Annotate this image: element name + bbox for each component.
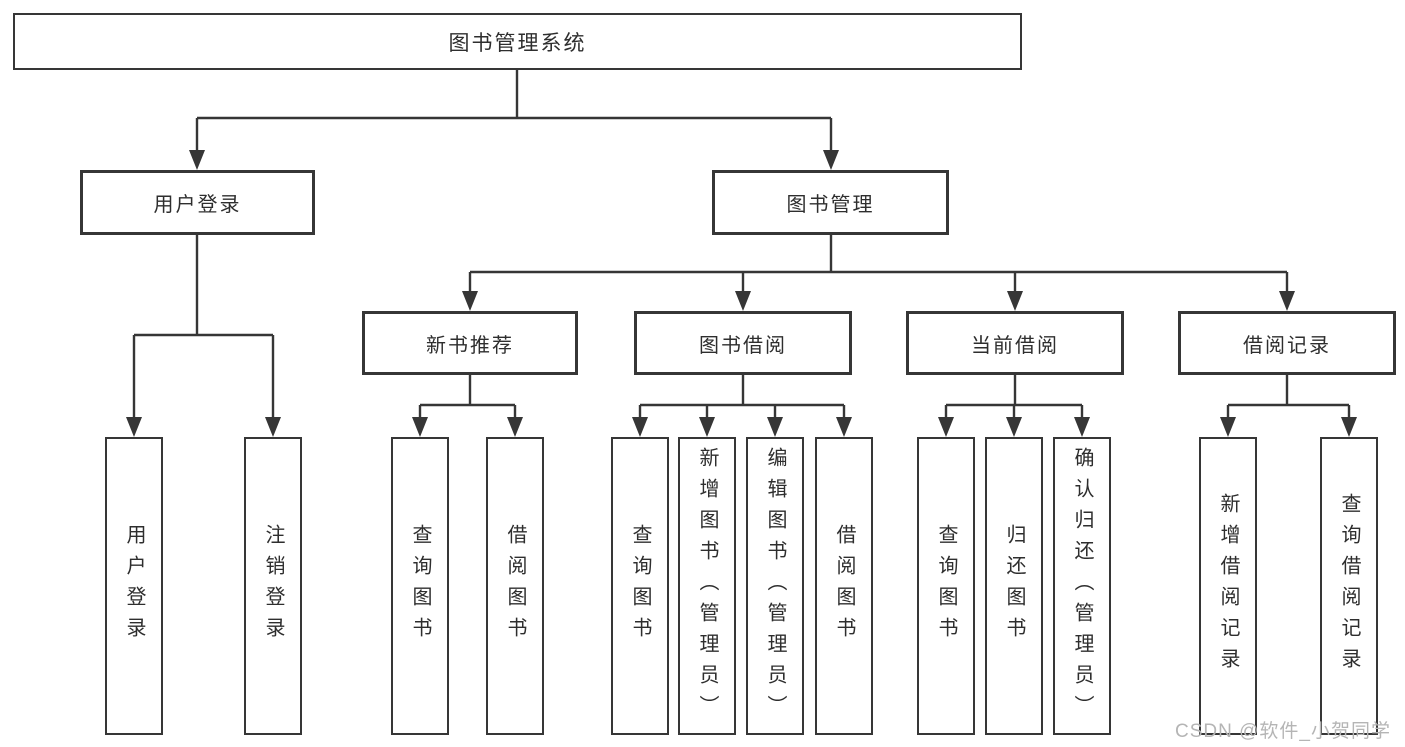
leaf-borrow-query-books-label: 查询图书 [629,524,651,648]
leaf-borrow-books: 借阅图书 [815,437,873,735]
leaf-add-books-admin: 新增图书（管理员） [678,437,736,735]
leaf-user-login-label: 用户登录 [123,524,145,648]
node-new-book-recommend: 新书推荐 [362,311,578,375]
node-book-management: 图书管理 [712,170,949,235]
node-borrow-records: 借阅记录 [1178,311,1396,375]
leaf-user-login: 用户登录 [105,437,163,735]
node-root-system: 图书管理系统 [13,13,1022,70]
leaf-current-query-books-label: 查询图书 [935,524,957,648]
csdn-watermark: CSDN @软件_小贺同学 [1175,721,1391,742]
leaf-edit-books-admin-label: 编辑图书（管理员） [764,446,786,726]
leaf-add-borrow-record: 新增借阅记录 [1199,437,1257,735]
leaf-borrow-query-books: 查询图书 [611,437,669,735]
leaf-add-books-admin-label: 新增图书（管理员） [696,446,718,726]
leaf-add-borrow-record-label: 新增借阅记录 [1217,493,1239,679]
node-current-borrow: 当前借阅 [906,311,1124,375]
leaf-logout-label: 注销登录 [262,524,284,648]
leaf-current-query-books: 查询图书 [917,437,975,735]
leaf-recommend-query-books: 查询图书 [391,437,449,735]
leaf-logout: 注销登录 [244,437,302,735]
leaf-recommend-borrow-books-label: 借阅图书 [504,524,526,648]
leaf-recommend-query-books-label: 查询图书 [409,524,431,648]
leaf-return-books: 归还图书 [985,437,1043,735]
leaf-confirm-return-admin: 确认归还（管理员） [1053,437,1111,735]
leaf-query-borrow-record: 查询借阅记录 [1320,437,1378,735]
leaf-edit-books-admin: 编辑图书（管理员） [746,437,804,735]
leaf-recommend-borrow-books: 借阅图书 [486,437,544,735]
leaf-borrow-books-label: 借阅图书 [833,524,855,648]
leaf-query-borrow-record-label: 查询借阅记录 [1338,493,1360,679]
node-user-login: 用户登录 [80,170,315,235]
leaf-confirm-return-admin-label: 确认归还（管理员） [1071,446,1093,726]
leaf-return-books-label: 归还图书 [1003,524,1025,648]
node-book-borrow: 图书借阅 [634,311,852,375]
arrowheads [126,150,1357,437]
